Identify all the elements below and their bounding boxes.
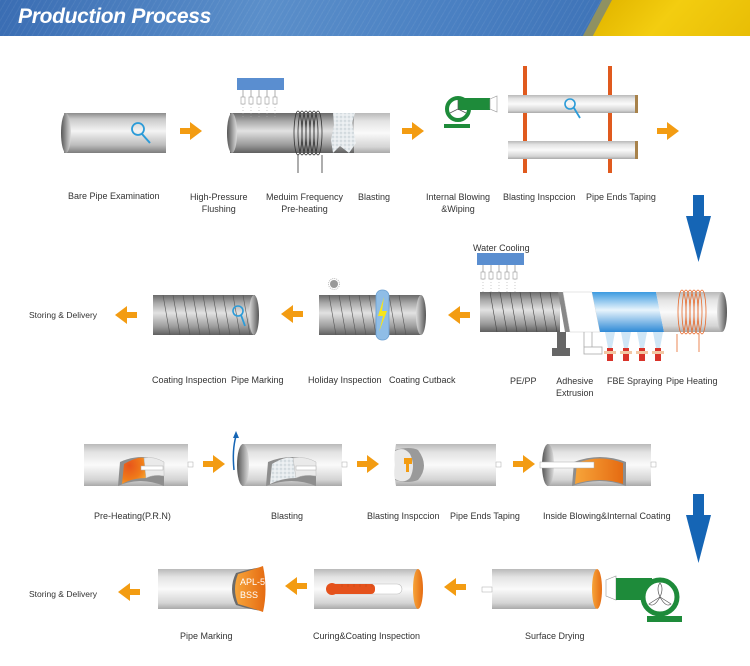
flow-arrow-left [285, 577, 307, 595]
step-label-inside-blowing-internal-coating: Inside Blowing&Internal Coating [543, 511, 671, 521]
flow-arrow-down [686, 195, 711, 262]
flushing-preheat-blast-pipe [227, 113, 390, 153]
step-label-pipe-heating: Pipe Heating [666, 376, 718, 386]
pipe-marking-text: APL-5L BSS [240, 576, 270, 602]
marking-text-line1: APL-5L [240, 577, 271, 587]
magnifier-icon [232, 305, 246, 327]
surface-drying-pipe [481, 569, 602, 609]
fbe-spray-guns [604, 332, 664, 361]
spark-icon [328, 278, 340, 290]
flow-arrow-right [203, 455, 225, 473]
holiday-detector-ring [375, 289, 390, 341]
fan-icon [605, 575, 682, 622]
blasting-zone [331, 113, 356, 153]
bare-pipe [61, 113, 166, 153]
blasting-inspection-pipe [394, 444, 502, 486]
step-label-coating-inspection: Coating Inspection [152, 375, 227, 385]
step-label-internal-blowing-wiping: Internal Blowing &Wiping [426, 192, 491, 214]
magnifier-icon [131, 122, 151, 144]
blasting-internal-pipe [237, 444, 348, 486]
step-label-pipe-marking: Pipe Marking [180, 631, 233, 641]
step-label-blasting-inspection: Blasting Inspccion [503, 192, 576, 202]
storing-delivery-label: Storing & Delivery [29, 589, 98, 599]
inspection-rack [508, 66, 638, 173]
step-label-holiday-inspection: Holiday Inspection [308, 375, 382, 385]
flow-arrow-left [115, 306, 137, 324]
flow-arrow-right [402, 122, 424, 140]
holiday-inspection-pipe [319, 294, 426, 336]
fan-icon [444, 95, 498, 128]
water-cooling-nozzles [477, 253, 524, 292]
flow-arrow-right [513, 455, 535, 473]
flow-arrow-left [118, 583, 140, 601]
step-label-medium-frequency-preheating: Meduim Frequency Pre-heating [266, 192, 344, 214]
adhesive-extruder [583, 332, 603, 355]
magnifier-icon [564, 98, 581, 119]
step-label-fbe-spraying: FBE Spraying [607, 376, 663, 386]
heating-coil [676, 289, 707, 352]
step-label-pe-pp: PE/PP [510, 376, 537, 386]
step-label-coating-cutback: Coating Cutback [389, 375, 456, 385]
header-banner: Production Process [0, 0, 750, 36]
water-cooling-label: Water Cooling [473, 243, 530, 253]
flow-arrow-left [281, 305, 303, 323]
flow-arrow-left [444, 578, 466, 596]
step-label-blasting-inspection: Blasting Inspccion [367, 511, 440, 521]
step-label-pipe-ends-taping: Pipe Ends Taping [586, 192, 656, 202]
step-label-pipe-marking: Pipe Marking [231, 375, 284, 385]
step-label-blasting: Blasting [358, 192, 391, 202]
induction-coil [293, 110, 323, 173]
flow-arrow-down [686, 494, 711, 563]
step-label-pipe-ends-taping: Pipe Ends Taping [450, 511, 520, 521]
step-label-curing-coating-inspection: Curing&Coating Inspection [313, 631, 421, 641]
pe-extruder [552, 332, 570, 356]
step-label-bare-pipe-examination: Bare Pipe Examination [68, 191, 160, 201]
flow-arrow-right [357, 455, 379, 473]
flow-arrow-right [180, 122, 202, 140]
marking-text-line2: BSS [240, 590, 259, 600]
upward-blue-arrow-icon [232, 431, 239, 471]
flushing-nozzle-bar [237, 78, 284, 118]
step-label-high-pressure-flushing: High-Pressure Flushing [190, 192, 248, 214]
page-title: Production Process [18, 5, 211, 28]
preheat-internal-pipe [84, 444, 194, 486]
step-label-surface-drying: Surface Drying [525, 631, 585, 641]
step-label-blasting: Blasting [271, 511, 304, 521]
pipe-marking-pipe [158, 566, 266, 612]
flow-arrow-right [657, 122, 679, 140]
step-label-pre-heating-prn: Pre-Heating(P.R.N) [94, 511, 171, 521]
storing-delivery-label: Storing & Delivery [29, 310, 98, 320]
internal-coating-pipe [539, 444, 657, 486]
coated-pipe-inspection [153, 294, 259, 336]
step-label-adhesive-extrusion: Adhesive Extrusion [556, 376, 594, 398]
flow-arrow-left [448, 306, 470, 324]
curing-inspection-pipe [314, 569, 423, 609]
